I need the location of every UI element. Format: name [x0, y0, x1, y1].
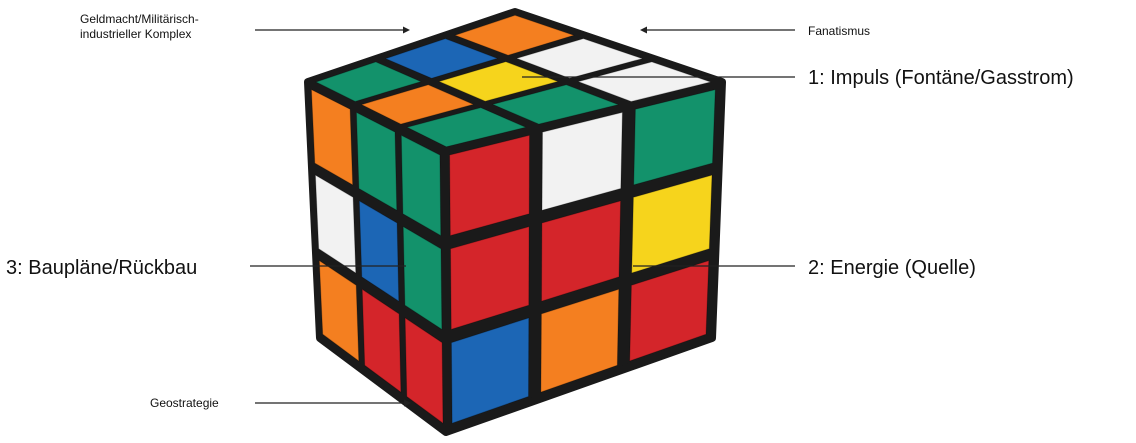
label-geostrategie: Geostrategie: [150, 396, 219, 411]
arrowhead-fanatismus: [640, 27, 647, 34]
arrowhead-geldmacht: [403, 27, 410, 34]
label-fanatismus: Fanatismus: [808, 24, 870, 39]
cube-group: [308, 12, 722, 432]
label-geldmacht-line2: industrieller Komplex: [80, 27, 199, 42]
label-energie: 2: Energie (Quelle): [808, 256, 976, 280]
label-bauplaene: 3: Baupläne/Rückbau: [6, 256, 197, 280]
label-geldmacht: Geldmacht/Militärisch- industrieller Kom…: [80, 12, 199, 42]
label-impuls: 1: Impuls (Fontäne/Gasstrom): [808, 66, 1074, 90]
label-geldmacht-line1: Geldmacht/Militärisch-: [80, 12, 199, 27]
